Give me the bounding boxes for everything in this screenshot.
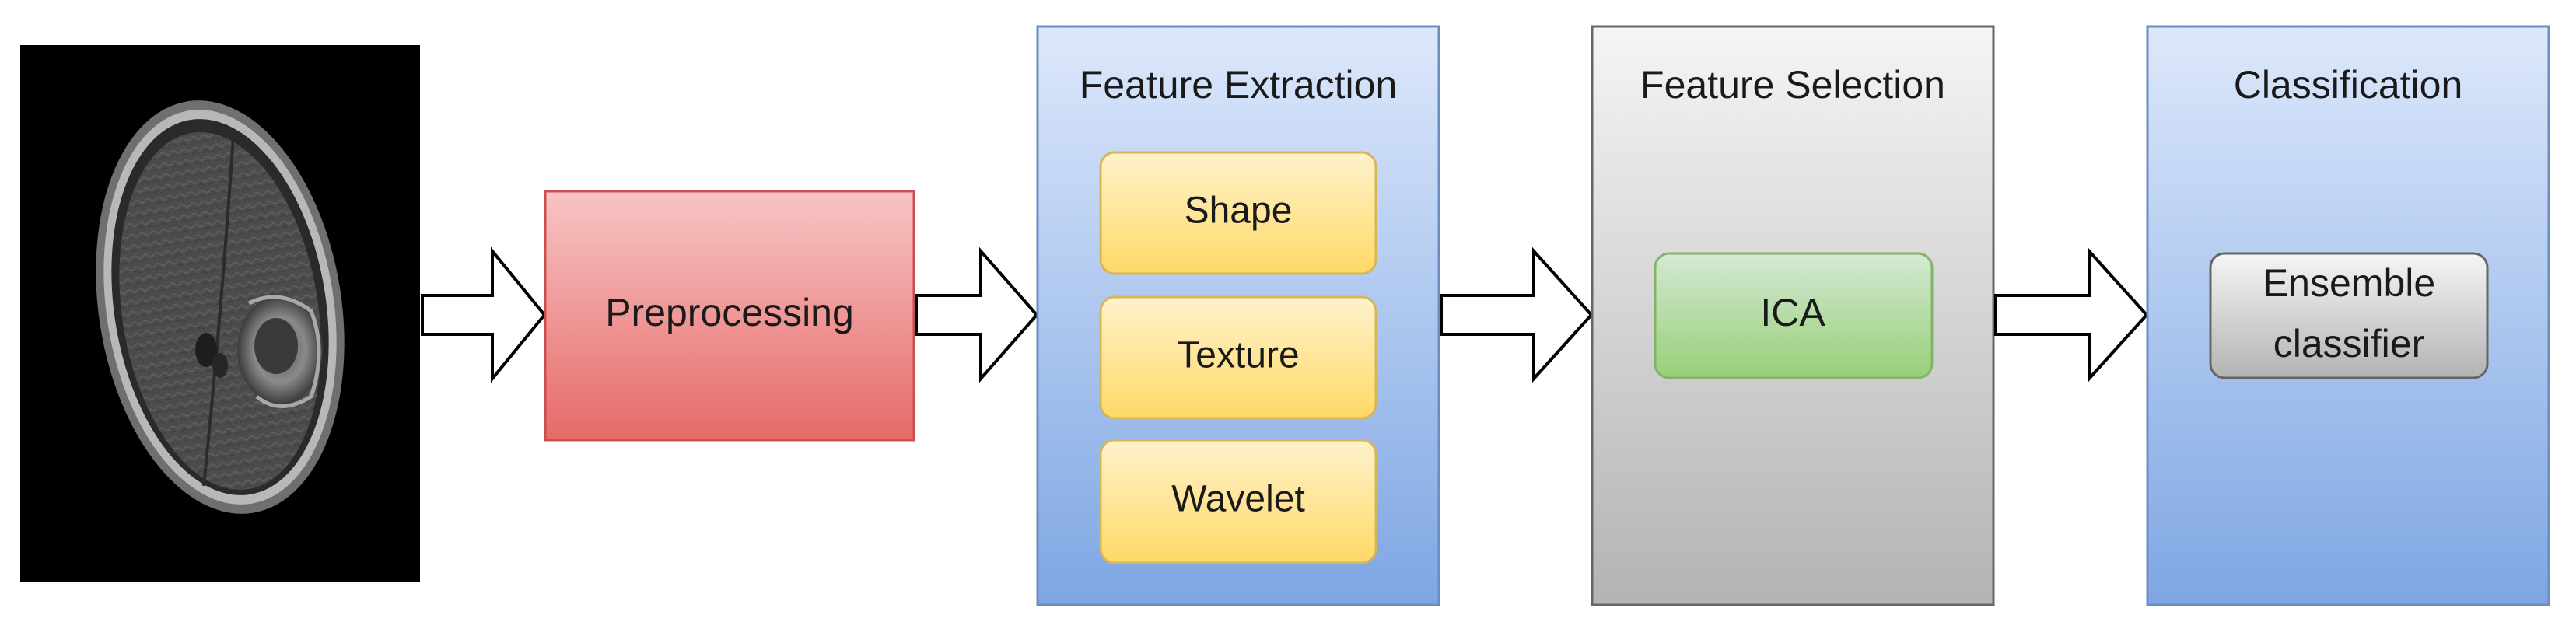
preprocessing-box: Preprocessing: [544, 190, 915, 442]
ica-label: ICA: [1760, 291, 1825, 334]
feature-box-texture: Texture: [1099, 295, 1377, 420]
ensemble-classifier-box: Ensemble classifier: [2209, 252, 2489, 379]
flow-arrow-3: [1440, 246, 1594, 383]
feature-label-texture: Texture: [1177, 335, 1299, 376]
ensemble-label-line2: classifier: [2273, 322, 2424, 365]
feature-box-wavelet: Wavelet: [1099, 439, 1377, 564]
preprocessing-label: Preprocessing: [605, 291, 854, 334]
feature-extraction-panel: Feature Extraction Shape Texture Wavelet: [1036, 25, 1440, 606]
feature-label-wavelet: Wavelet: [1171, 479, 1305, 520]
flow-arrow-1: [421, 246, 547, 383]
feature-extraction-title: Feature Extraction: [1080, 63, 1398, 107]
flow-arrow-2: [915, 246, 1039, 383]
feature-selection-panel: Feature Selection ICA: [1591, 25, 1995, 606]
feature-selection-title: Feature Selection: [1640, 63, 1945, 107]
classification-title: Classification: [2234, 63, 2463, 107]
ica-box: ICA: [1654, 252, 1934, 379]
mri-scan-image: [20, 45, 420, 582]
flow-arrow-4: [1994, 246, 2149, 383]
feature-box-shape: Shape: [1099, 151, 1377, 275]
feature-label-shape: Shape: [1185, 190, 1293, 232]
classification-panel: Classification Ensemble classifier: [2146, 25, 2550, 606]
ensemble-label-line1: Ensemble: [2263, 261, 2435, 305]
